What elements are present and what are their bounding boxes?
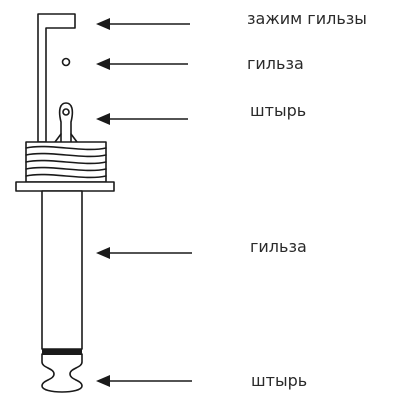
thread-lines: [25, 145, 107, 179]
label-sleeve-clamp: зажим гильзы: [247, 9, 367, 28]
plug-tip: [41, 353, 83, 393]
label-tip-top: штырь: [250, 101, 307, 120]
sleeve-shaft: [41, 190, 83, 350]
tip-lug-hole: [62, 108, 70, 116]
arrow-tip-bottom: [96, 375, 192, 387]
arrow-sleeve-top: [96, 58, 188, 70]
tip-solder-lug: [58, 102, 74, 143]
sleeve-lug-hole: [61, 57, 71, 67]
label-sleeve-shaft: гильза: [250, 237, 307, 256]
insulator-ring: [42, 349, 82, 355]
arrow-sleeve-shaft: [96, 247, 192, 259]
arrow-sleeve-clamp: [96, 18, 190, 30]
label-sleeve-top: гильза: [247, 54, 304, 73]
sleeve-clamp-tab: [37, 13, 76, 143]
arrow-tip-top: [96, 113, 188, 125]
lug-flare: [54, 133, 78, 143]
label-tip-bottom: штырь: [251, 371, 308, 390]
flange: [15, 181, 115, 192]
